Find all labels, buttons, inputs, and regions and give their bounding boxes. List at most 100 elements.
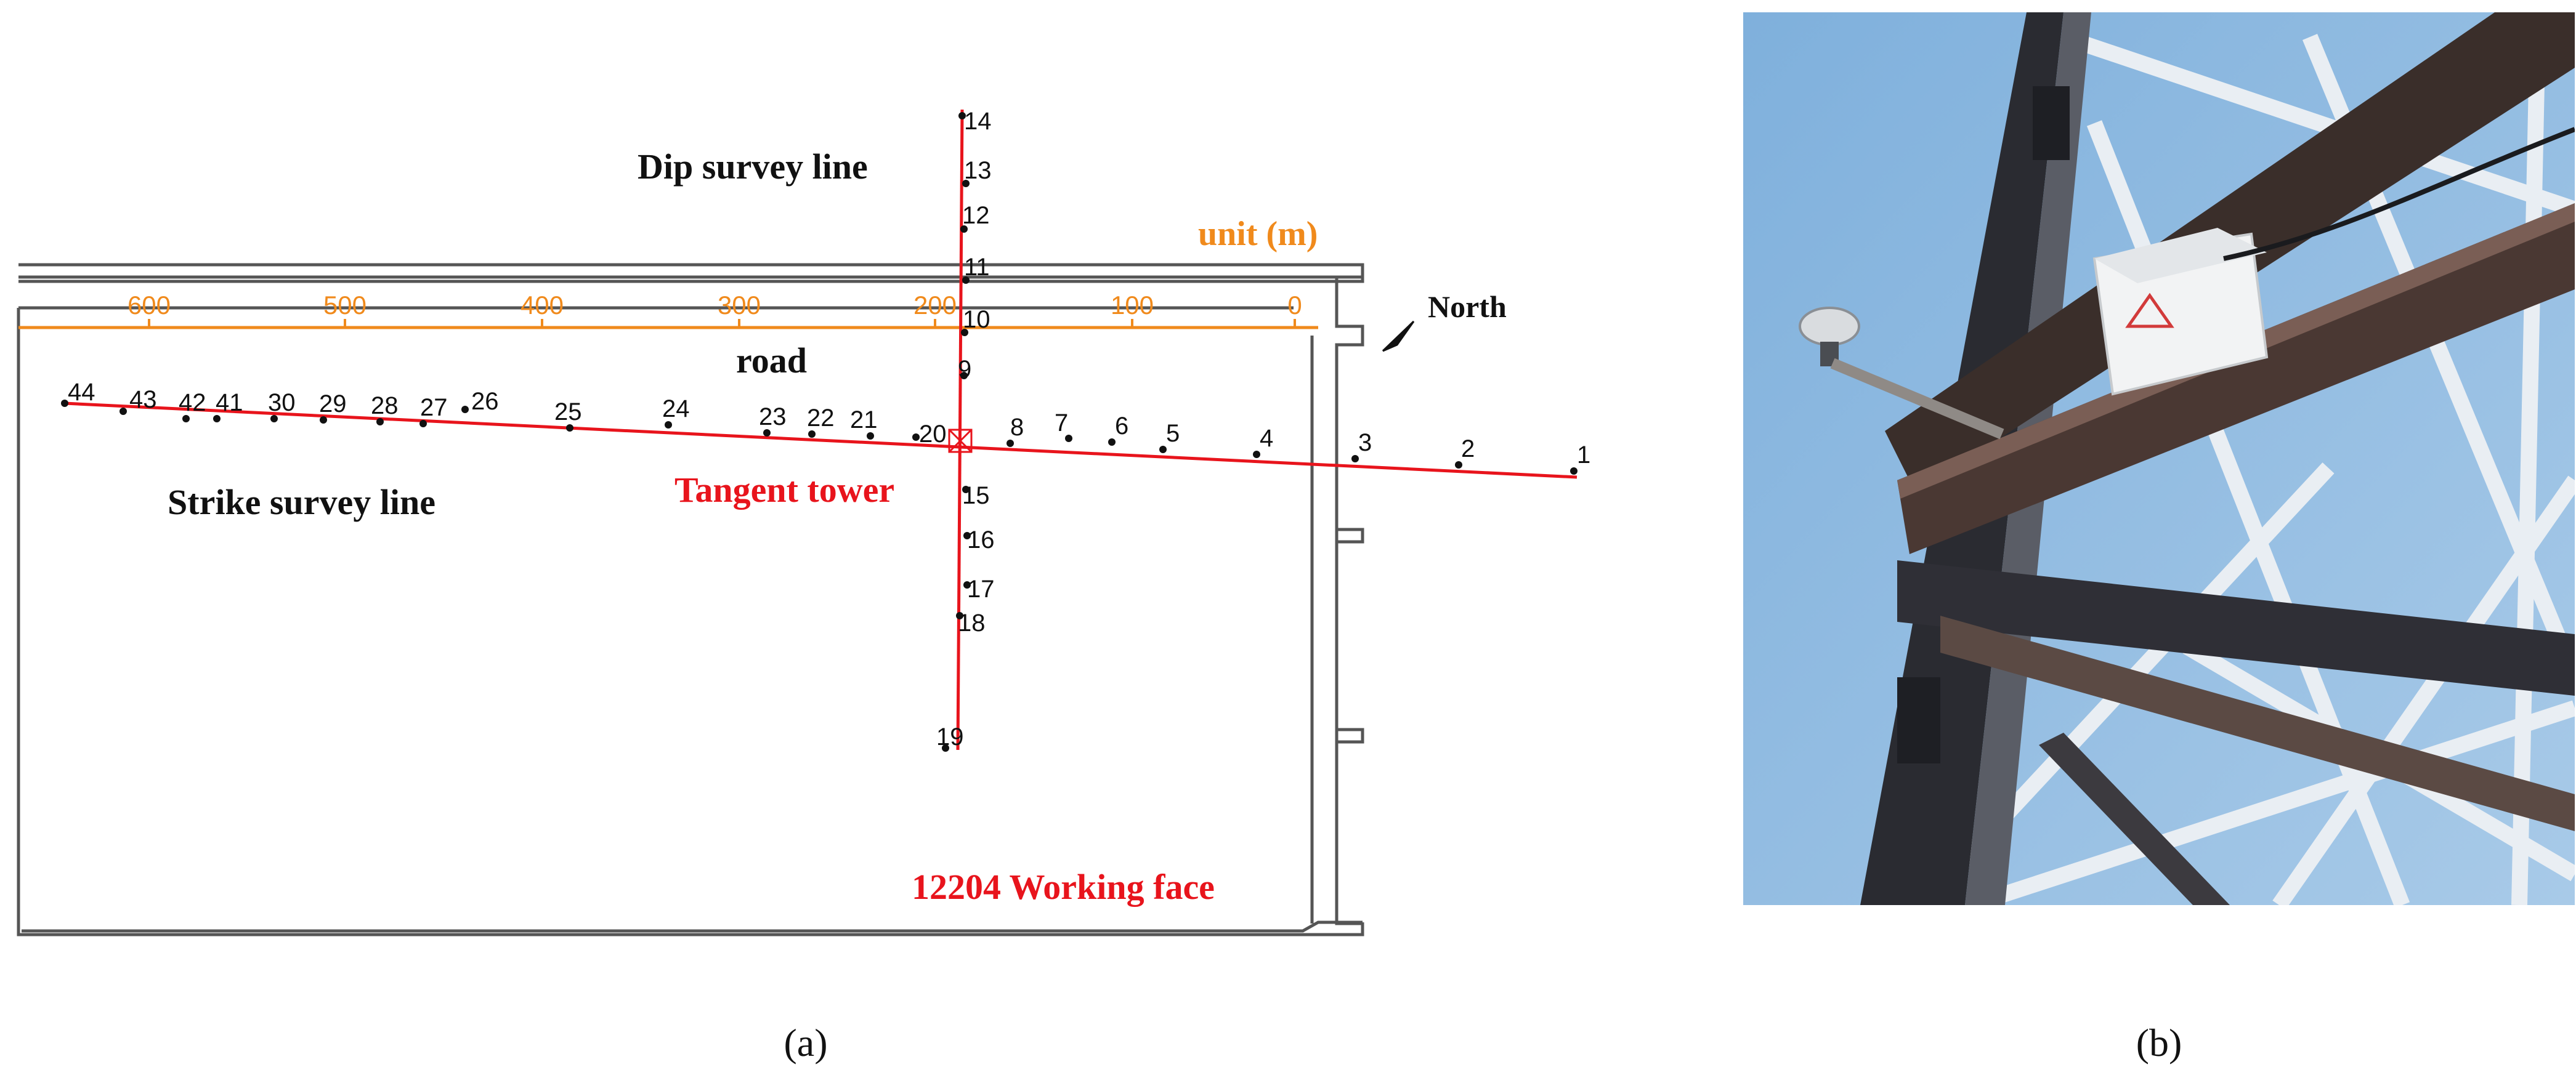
strike-point-marker [912,433,920,441]
strike-point-label: 27 [420,394,448,421]
strike-point-marker [1065,435,1072,442]
dip-point-label: 11 [964,254,990,281]
dip-point-label: 19 [936,723,964,751]
scale-tick-label: 300 [718,291,761,320]
strike-point-marker [867,432,874,440]
strike-point-marker [665,421,672,429]
bolt-plate-bottom [1897,677,1940,763]
strike-point-marker [808,430,816,438]
dip-point-marker [962,486,970,493]
dip-point-marker [958,112,966,119]
strike-point-label: 8 [1010,414,1024,441]
strike-point-marker [1108,438,1116,446]
strike-point-label: 44 [68,379,95,406]
strike-point-label: 42 [179,389,206,416]
caption-b: (b) [2136,1021,2182,1065]
strike-point-label: 20 [919,421,947,448]
strike-point-marker [270,415,278,422]
lower-brace [1940,616,2575,831]
strike-point-label: 26 [471,388,499,415]
gnss-antenna-icon [1799,307,1860,346]
thin-brace [2039,733,2230,905]
road-label: road [736,340,807,380]
dip-point-marker [961,329,968,336]
caption-a: (a) [784,1021,827,1065]
strike-point-label: 41 [216,389,243,416]
bolt-plate-top [2033,86,2070,160]
strike-point-marker [1455,461,1462,469]
dip-point-marker [962,180,970,187]
working-face-label: 12204 Working face [912,867,1215,907]
dip-point-marker [960,225,968,233]
dip-point-marker [956,612,963,619]
scale-ticks: 600 500 400 300 200 100 0 [128,291,1302,328]
equipment-box-lid [2094,228,2267,283]
strike-point-label: 3 [1358,429,1372,456]
strike-point-marker [1007,440,1014,447]
panel-b-photo [1743,12,2575,905]
strike-point-label: 5 [1166,420,1180,447]
dip-point-marker [962,276,970,284]
strike-point-marker [763,429,771,437]
dip-line-label: Dip survey line [638,147,868,187]
strike-line-label: Strike survey line [168,482,435,522]
working-face-outline [17,263,1364,936]
strike-point-label: 25 [554,398,582,425]
scale-tick-label: 0 [1287,291,1302,320]
strike-point-label: 6 [1115,413,1128,440]
unit-label: unit (m) [1198,215,1318,253]
strike-point-label: 22 [807,405,835,432]
scale-tick-label: 500 [323,291,367,320]
strike-point-marker [213,415,221,422]
strike-survey-line [64,401,1578,479]
strike-point-label: 21 [850,406,878,433]
strike-point-label: 2 [1461,435,1475,462]
strike-point-marker [182,415,190,422]
strike-point-marker [320,416,327,424]
strike-point-label: 28 [371,392,399,419]
distance-scale: 600 500 400 300 200 100 0 unit (m) [18,215,1318,329]
scale-tick-label: 600 [128,291,171,320]
tangent-tower-label: Tangent tower [674,470,894,510]
dip-point-marker [963,581,971,589]
strike-point-marker [119,408,127,415]
strike-point-label: 30 [268,389,296,416]
strike-point-marker [1159,446,1167,453]
north-arrow: North [1382,289,1507,352]
dip-point-label: 10 [963,306,990,333]
strike-point-marker [461,406,469,413]
gnss-antenna-arm [1830,358,2004,440]
scale-tick-label: 400 [520,291,564,320]
strike-point-marker [61,400,68,407]
scale-tick-label: 100 [1111,291,1154,320]
dip-point-marker [960,372,968,379]
strike-point-label: 7 [1055,409,1068,437]
north-arrow-icon [1382,320,1415,352]
scale-tick-label: 200 [913,291,957,320]
strike-point-label: 43 [129,386,157,413]
strike-point-label: 4 [1260,425,1273,452]
strike-point-marker [376,418,384,425]
lower-beam [1897,560,2575,696]
dip-point-label: 9 [958,356,971,383]
strike-point-marker [1253,451,1260,458]
power-cable [2223,127,2575,261]
strike-point-marker [1570,467,1578,475]
strike-point-marker [419,420,427,427]
dip-point-label: 18 [958,610,986,637]
strike-point-marker [1351,455,1359,462]
dip-point-label: 16 [967,526,995,554]
dip-point-marker [942,744,949,752]
strike-point-label: 29 [319,390,347,417]
strike-point-label: 24 [662,395,690,422]
north-label: North [1428,289,1507,324]
strike-point-label: 23 [759,403,787,430]
warning-label-icon [2125,292,2174,328]
dip-point-label: 14 [964,108,992,135]
tangent-tower-marker [948,429,973,453]
dip-point-label: 12 [962,202,990,229]
strike-point-label: 1 [1577,441,1590,469]
strike-point-marker [566,424,573,432]
